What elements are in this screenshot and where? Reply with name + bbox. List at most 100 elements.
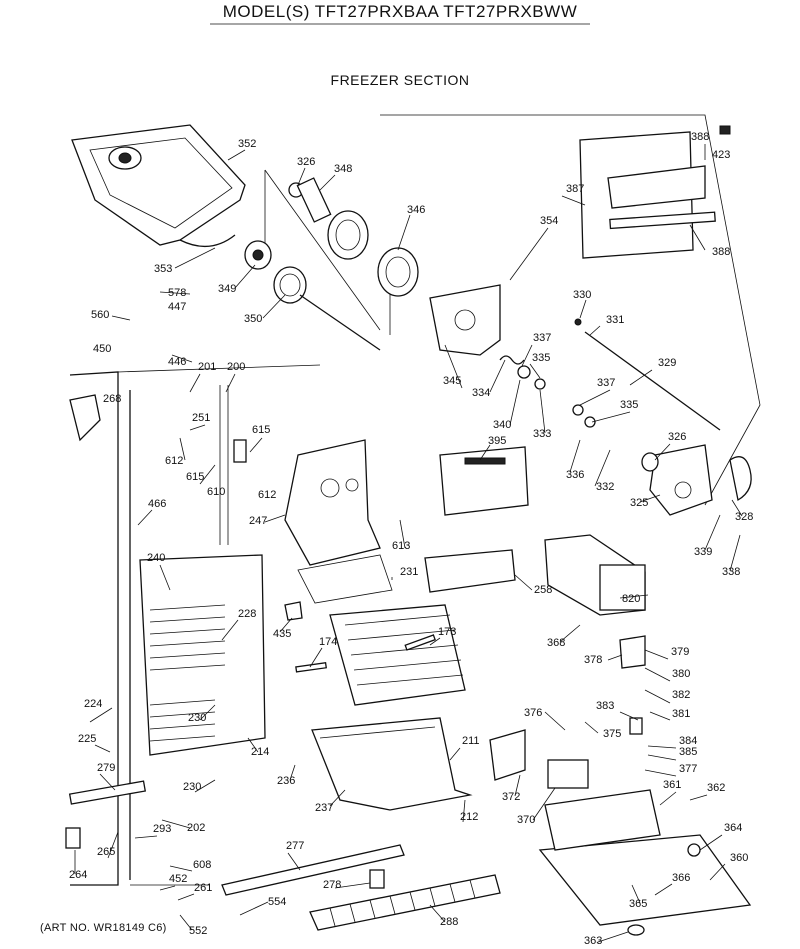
leader-line <box>161 819 191 829</box>
leader-line <box>279 617 293 633</box>
callout-293: 293 <box>153 823 171 835</box>
water-valve-part <box>489 729 589 789</box>
leader-line <box>194 779 216 793</box>
callout-240: 240 <box>147 552 165 564</box>
callout-615: 615 <box>186 471 204 483</box>
callout-612: 612 <box>258 489 276 501</box>
callout-201: 201 <box>198 361 216 373</box>
callout-365: 365 <box>629 898 647 910</box>
leader-line <box>329 789 346 807</box>
chute-door-part <box>579 125 731 259</box>
leader-line <box>709 863 726 881</box>
leader-line <box>509 227 549 281</box>
callout-383: 383 <box>596 700 614 712</box>
leader-line <box>137 509 153 526</box>
leader-line <box>619 594 649 599</box>
leader-line <box>539 389 546 434</box>
callout-384: 384 <box>679 735 697 747</box>
leader-line <box>249 437 263 453</box>
leader-line <box>659 791 677 806</box>
leader-line <box>429 904 446 923</box>
leader-line <box>654 443 671 461</box>
leader-line <box>179 437 186 461</box>
motor-part <box>641 444 752 516</box>
callout-376: 376 <box>524 707 542 719</box>
leader-line <box>94 744 111 753</box>
leader-line <box>589 325 601 336</box>
small-parts <box>65 394 701 936</box>
callout-360: 360 <box>730 852 748 864</box>
model-title: MODEL(S) TFT27PRXBAA TFT27PRXBWW <box>222 2 578 21</box>
leader-line <box>309 647 323 668</box>
callout-375: 375 <box>603 728 621 740</box>
leader-line <box>264 514 286 523</box>
callout-615: 615 <box>252 424 270 436</box>
leader-line <box>319 174 336 191</box>
leader-line <box>731 499 743 517</box>
leader-line <box>287 852 301 871</box>
callout-613: 613 <box>392 540 410 552</box>
leader-line <box>654 883 673 896</box>
callout-353: 353 <box>154 263 172 275</box>
callout-346: 346 <box>407 204 425 216</box>
leader-line <box>462 799 466 823</box>
callout-labels: 3523263483463884233873543883533493505784… <box>69 131 753 947</box>
callout-350: 350 <box>244 313 262 325</box>
leader-line <box>159 885 176 891</box>
leader-line <box>479 444 491 461</box>
callout-335: 335 <box>620 399 638 411</box>
callout-268: 268 <box>103 393 121 405</box>
leader-line <box>532 787 556 821</box>
icemaker-part <box>544 534 646 616</box>
ice-bucket-part <box>71 124 246 247</box>
callout-211: 211 <box>462 735 480 747</box>
leader-line <box>597 931 629 943</box>
callout-330: 330 <box>573 289 591 301</box>
callout-288: 288 <box>440 916 458 928</box>
callout-258: 258 <box>534 584 552 596</box>
callout-452: 452 <box>169 873 187 885</box>
callout-608: 608 <box>193 859 211 871</box>
callout-326: 326 <box>668 431 686 443</box>
callout-378: 378 <box>584 654 602 666</box>
callout-612: 612 <box>165 455 183 467</box>
callout-200: 200 <box>227 361 245 373</box>
leader-line <box>689 224 706 251</box>
callout-326: 326 <box>297 156 315 168</box>
leader-line <box>227 149 246 161</box>
callout-366: 366 <box>672 872 690 884</box>
leader-line <box>649 711 671 721</box>
callout-237: 237 <box>315 802 333 814</box>
callout-345: 345 <box>443 375 461 387</box>
leader-line <box>629 369 653 386</box>
leader-line <box>429 637 441 646</box>
evaporator-part <box>139 554 266 756</box>
callout-334: 334 <box>472 387 490 399</box>
cabinet-wall <box>69 364 321 886</box>
leader-line <box>559 624 581 643</box>
callout-368: 368 <box>547 637 565 649</box>
leader-line <box>579 389 611 406</box>
callout-362: 362 <box>707 782 725 794</box>
callout-348: 348 <box>334 163 352 175</box>
callout-236: 236 <box>277 775 295 787</box>
leader-line <box>704 514 721 551</box>
leader-line <box>189 424 206 431</box>
fan-shroud-part <box>284 439 393 604</box>
leader-line <box>247 737 259 753</box>
callout-339: 339 <box>694 546 712 558</box>
callout-333: 333 <box>533 428 551 440</box>
leader-line <box>99 773 116 791</box>
leader-line <box>591 411 631 423</box>
callout-388: 388 <box>712 246 730 258</box>
leader-line <box>159 291 191 295</box>
callout-332: 332 <box>596 481 614 493</box>
leader-line <box>584 721 599 734</box>
callout-337: 337 <box>597 377 615 389</box>
callout-335: 335 <box>532 352 550 364</box>
leader-line <box>225 373 236 393</box>
callout-377: 377 <box>679 763 697 775</box>
callout-387: 387 <box>566 183 584 195</box>
leader-line <box>689 794 708 801</box>
